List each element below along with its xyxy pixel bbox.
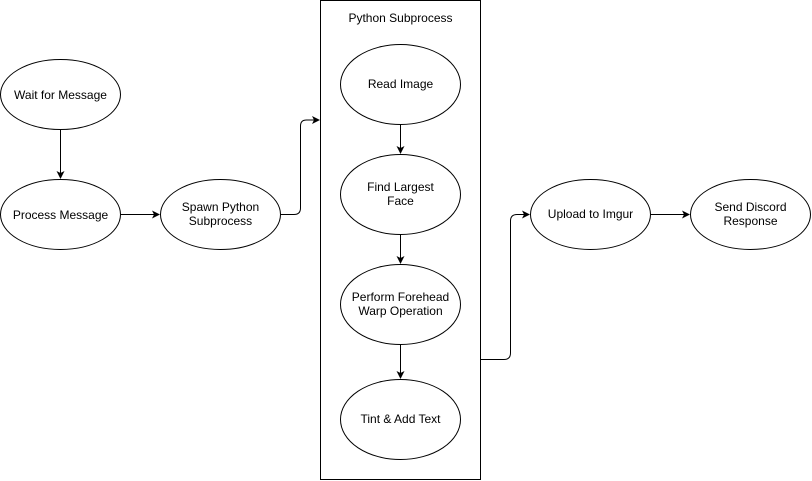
node-tint-add-text[interactable] bbox=[340, 379, 461, 460]
node-find-largest-face[interactable] bbox=[340, 154, 461, 235]
node-process-message[interactable] bbox=[0, 179, 121, 250]
node-forehead-warp[interactable] bbox=[340, 264, 461, 345]
node-read-image[interactable] bbox=[340, 44, 461, 125]
node-spawn-python-subprocess[interactable] bbox=[160, 179, 281, 250]
node-wait-for-message[interactable] bbox=[0, 59, 121, 130]
edge-python-subprocess-to-upload bbox=[481, 210, 530, 360]
node-send-discord-response[interactable] bbox=[690, 179, 811, 250]
node-upload-to-imgur[interactable] bbox=[530, 179, 651, 250]
edge-spawn-to-python-subprocess bbox=[281, 116, 320, 215]
